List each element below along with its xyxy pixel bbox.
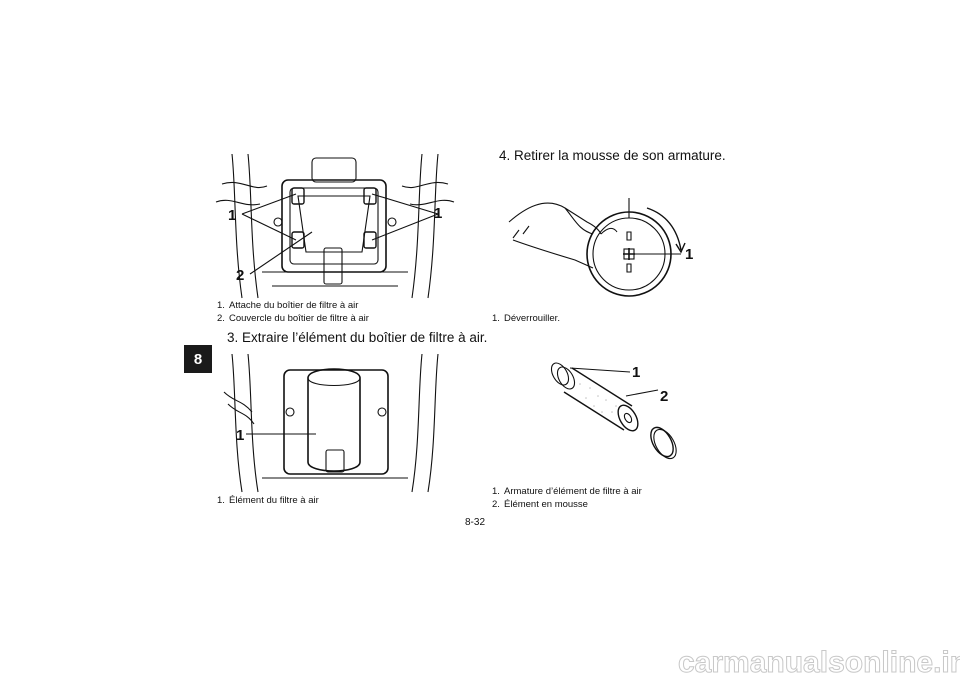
figure-airbox-clips: 1 1 2: [212, 152, 458, 300]
watermark-text: carmanualsonline.info: [678, 646, 960, 678]
figure4-caption-1: 1. Armature d’élément de filtre à air: [492, 485, 642, 499]
figure1-caption-2: 2. Couvercle du boîtier de filtre à air: [217, 312, 369, 326]
figure2-caption-1: 1. Élément du filtre à air: [217, 494, 319, 508]
figure3-caption-1: 1. Déverrouiller.: [492, 312, 560, 326]
caption-text: Attache du boîtier de filtre à air: [229, 300, 359, 311]
callout-1-left: 1: [228, 207, 236, 224]
callout-1: 1: [632, 364, 640, 381]
foam-element-illustration: 1 2: [550, 362, 677, 460]
callout-1: 1: [236, 427, 244, 444]
caption-text: Élément en mousse: [504, 499, 588, 510]
filter-element-illustration: 1: [223, 353, 439, 493]
figure4-caption-2: 2. Élément en mousse: [492, 498, 588, 512]
step-3: 3.Extraire l’élément du boîtier de filtr…: [227, 330, 487, 345]
caption-text: Couvercle du boîtier de filtre à air: [229, 313, 369, 324]
step-text: Extraire l’élément du boîtier de filtre …: [242, 330, 488, 345]
page-number: 8-32: [465, 517, 486, 528]
callout-2: 2: [660, 388, 668, 405]
caption-text: Élément du filtre à air: [229, 495, 319, 506]
step-text: Retirer la mousse de son armature.: [514, 148, 726, 163]
callout-2: 2: [236, 267, 244, 284]
figure-filter-element: 1: [212, 352, 458, 494]
figure1-caption-1: 1. Attache du boîtier de filtre à air: [217, 299, 358, 313]
step-4: 4.Retirer la mousse de son armature.: [499, 148, 726, 163]
watermark-logo: carmanualsonline.info: [678, 646, 960, 678]
caption-number: 1.: [217, 300, 225, 311]
figure-unlock: 1: [505, 178, 705, 300]
caption-number: 1.: [217, 495, 225, 506]
chapter-tab: 8: [184, 345, 212, 373]
caption-text: Déverrouiller.: [504, 313, 560, 324]
caption-text: Armature d’élément de filtre à air: [504, 486, 642, 497]
figure-foam-element: 1 2: [540, 354, 690, 470]
step-number: 3.: [227, 330, 239, 345]
caption-number: 1.: [492, 313, 500, 324]
airbox-clips-illustration: 1 1 2: [215, 153, 455, 299]
step-number: 4.: [499, 148, 511, 163]
unlock-illustration: 1: [508, 198, 693, 297]
caption-number: 1.: [492, 486, 500, 497]
callout-1: 1: [685, 246, 693, 263]
callout-1-right: 1: [434, 205, 442, 222]
caption-number: 2.: [217, 313, 225, 324]
caption-number: 2.: [492, 499, 500, 510]
